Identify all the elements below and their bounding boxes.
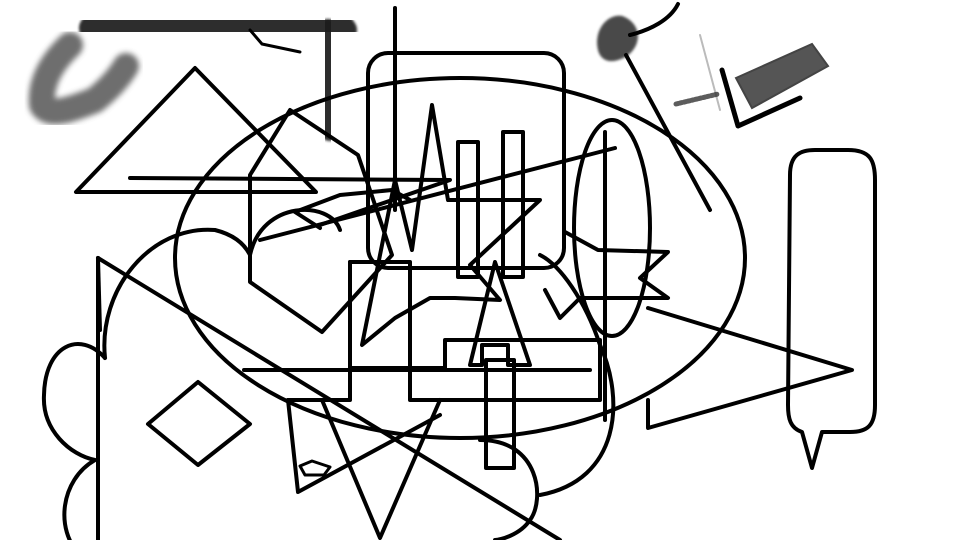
- diagonal-line-top-right: [624, 53, 712, 212]
- narrow-rect-bottom: [484, 358, 516, 470]
- smudge-blob: [597, 15, 638, 62]
- lightning-line: [293, 188, 412, 230]
- speckle-stroke: [673, 91, 721, 107]
- diagonal-line-2: [128, 176, 452, 227]
- large-ellipse-outline: [173, 76, 747, 440]
- speech-bubble-outline: [786, 148, 877, 470]
- thin-gray-line: [699, 34, 721, 111]
- brush-stroke-vertical: [315, 19, 341, 141]
- right-cloud-lobe: [538, 253, 616, 497]
- lower-zigzag-line: [286, 398, 442, 494]
- hook-stroke: [719, 67, 803, 129]
- cloud-outline: [41, 208, 342, 540]
- hexagon-outline: [248, 108, 394, 334]
- brush-stroke-group: [28, 9, 357, 141]
- narrow-ellipse-right: [572, 118, 652, 338]
- big-triangle-base: [96, 256, 102, 332]
- diamond-outline: [146, 380, 252, 467]
- star-point-right: [543, 230, 670, 320]
- brush-stroke-left: [28, 32, 139, 125]
- curved-stroke-top: [628, 2, 680, 37]
- top-right-marks: [597, 2, 830, 212]
- step-left-leg: [286, 260, 352, 402]
- center-arrow-outline: [468, 260, 532, 367]
- small-pentagon-outline: [298, 459, 332, 477]
- right-triangle-outline: [646, 306, 854, 430]
- brush-connector-line: [248, 28, 302, 54]
- down-triangle-outline: [320, 398, 442, 540]
- lower-cloud-lobe: [478, 438, 540, 540]
- star-zigzag-outline: [360, 103, 542, 347]
- tall-rect-left: [456, 140, 480, 279]
- tall-rect-right: [501, 130, 525, 279]
- brush-stroke-top-bar: [79, 9, 357, 43]
- step-outline: [348, 260, 602, 402]
- triangle-top-left: [74, 66, 318, 194]
- gray-parallelogram: [734, 42, 830, 110]
